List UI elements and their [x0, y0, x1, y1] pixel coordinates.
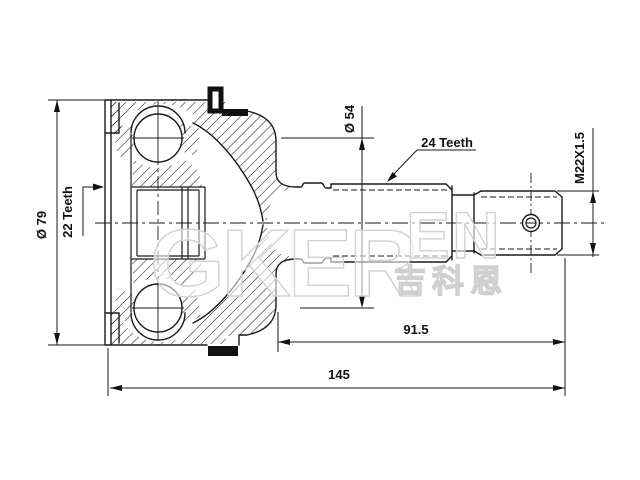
dim-overall-length: [107, 348, 565, 396]
dim-boot-seat-diameter: [281, 106, 374, 309]
dim-outer-diameter: [48, 99, 106, 346]
hidden-lines: [333, 189, 557, 257]
cage-upper-right: [177, 123, 201, 156]
bell-lower-shoulder: [193, 226, 294, 344]
shoulder-inner-edge-lower: [192, 224, 264, 324]
watermark-layer: GKER EN 吉科恩: [149, 197, 508, 317]
watermark-logo-suffix: EN: [406, 198, 502, 272]
dim-shaft-length: [277, 258, 566, 396]
boot-seat-diameter-label: Ø 54: [342, 104, 357, 133]
bell-lower-wall: [111, 313, 205, 344]
boot-clamp-band: [222, 109, 248, 116]
watermark-cjk: 吉科恩: [394, 263, 508, 299]
bore-lip-lower: [111, 313, 119, 344]
dimension-labels: Ø 79 22 Teeth Ø 54 24 Teeth M22X1.5 91.5…: [34, 104, 587, 382]
boot-clamp: [207, 86, 248, 356]
dim-thread: [557, 128, 599, 257]
cotter-pin-hole: [521, 213, 541, 233]
leader-shaft-spline: [387, 149, 476, 182]
bell-housing-outline: [104, 99, 298, 346]
inner-race-upper: [132, 160, 202, 187]
inner-race-lower: [132, 259, 202, 286]
boot-seat-lower: [246, 258, 298, 336]
watermark-logo: GKER: [150, 210, 417, 317]
boot-clamp-loop: [207, 86, 224, 114]
hub-spline-label: 22 Teeth: [60, 186, 75, 238]
bell-upper-wall: [111, 102, 205, 133]
leader-hub-spline: [82, 183, 104, 236]
dimensions: [48, 99, 599, 396]
shaft-outline: [296, 182, 563, 264]
shoulder-inner-edge-upper: [192, 122, 264, 222]
outer-diameter-label: Ø 79: [34, 211, 49, 239]
hub-and-bore-lines: [130, 134, 206, 312]
bearing-balls: [132, 112, 184, 334]
thread-spec-label: M22X1.5: [572, 132, 587, 184]
boot-clamp-lower: [208, 346, 238, 356]
cage-lower-right: [177, 290, 201, 323]
shaft-length-label: 91.5: [403, 322, 428, 337]
overall-length-label: 145: [328, 367, 350, 382]
boot-seat-upper: [246, 110, 298, 188]
bore-lip-upper: [111, 102, 119, 133]
shaft-spline-label: 24 Teeth: [421, 135, 473, 150]
bell-upper-shoulder: [193, 102, 294, 220]
